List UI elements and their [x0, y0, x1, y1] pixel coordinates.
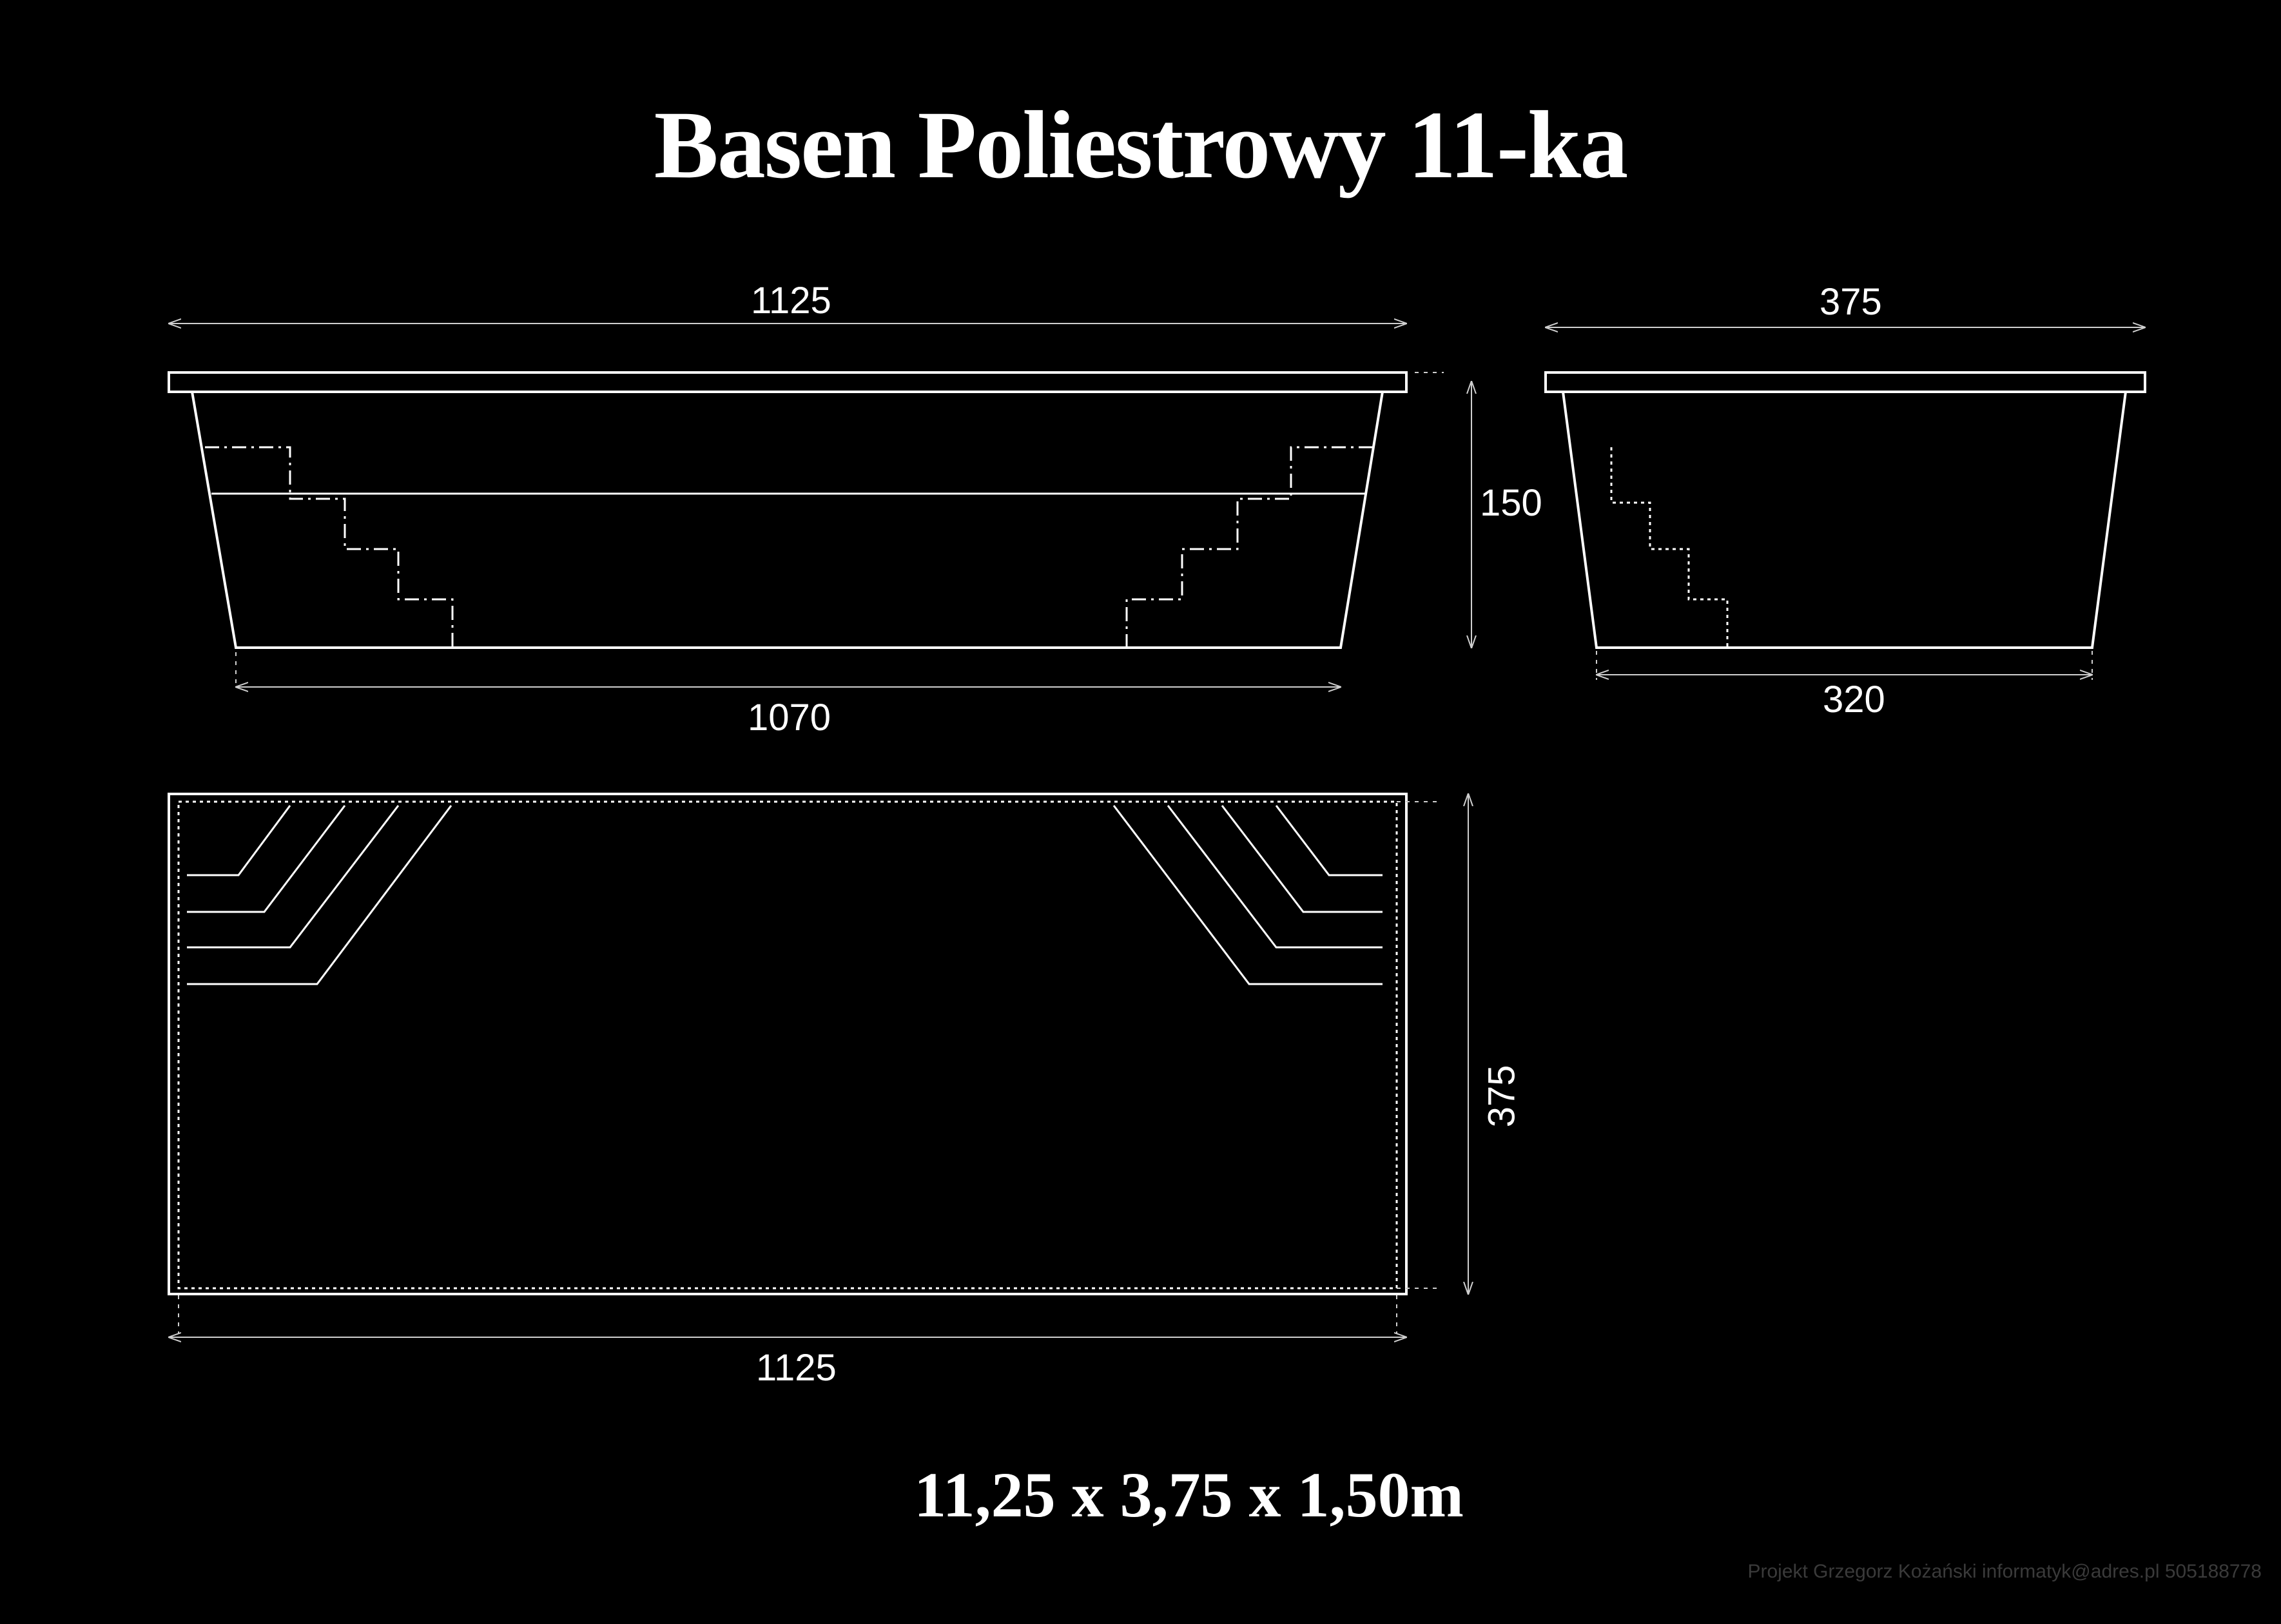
label-side-top-length: 1125 [751, 280, 831, 322]
side-view-steps-left [205, 446, 454, 648]
end-view-dimensions [1546, 327, 2145, 680]
label-plan-length: 1125 [756, 1347, 837, 1389]
end-view-steps [1610, 447, 1729, 648]
plan-view-outer [168, 793, 1408, 1295]
author-credit: Projekt Grzegorz Kożański informatyk@adr… [1747, 1561, 2262, 1582]
side-view-dimensions [169, 324, 1471, 687]
plan-view-steps-left [187, 805, 452, 985]
plan-view [168, 793, 1408, 1295]
plan-view-steps-right [1112, 805, 1383, 985]
plan-view-dimensions [169, 794, 1468, 1337]
dimensions-summary: 11,25 x 3,75 x 1,50m [914, 1459, 1464, 1531]
label-side-bottom-length: 1070 [748, 697, 831, 739]
side-view-rim [168, 371, 1408, 393]
plan-view-inner [177, 800, 1398, 1290]
label-end-bottom-width: 320 [1823, 679, 1885, 720]
label-depth: 150 [1480, 482, 1542, 524]
side-view-body [190, 391, 1384, 649]
end-view-body [1561, 391, 2128, 649]
label-plan-width: 375 [1480, 1065, 1523, 1128]
end-view-rim [1544, 371, 2146, 393]
end-view [1544, 371, 2146, 649]
drawing-title: Basen Poliestrowy 11-ka [654, 92, 1629, 198]
side-view [168, 371, 1408, 649]
label-end-top-width: 375 [1820, 281, 1882, 323]
side-view-steps-right [1125, 446, 1373, 648]
